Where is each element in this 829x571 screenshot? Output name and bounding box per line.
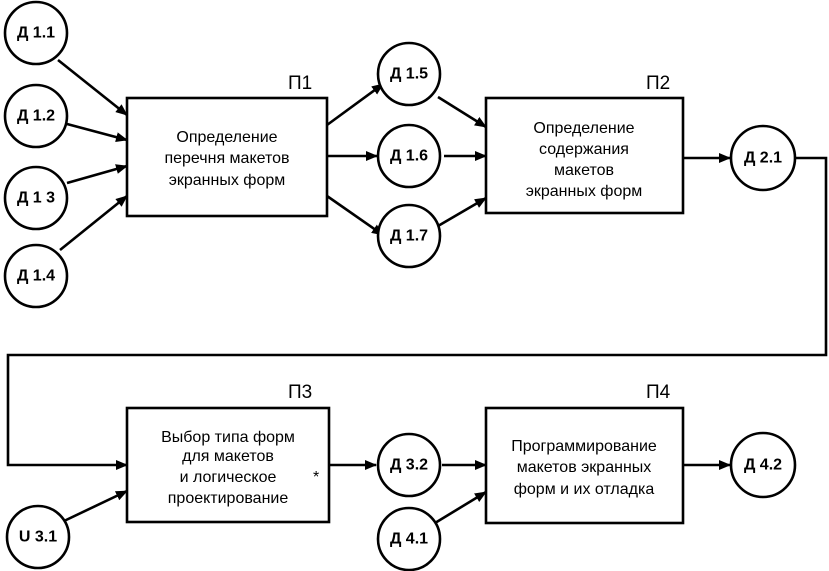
edge-u31-p3 <box>63 489 128 523</box>
edge-d14-p1 <box>59 194 128 252</box>
data-node-label-d42: Д 4.2 <box>744 457 782 474</box>
data-node-label-u31: U 3.1 <box>19 529 57 546</box>
process-text-p4-line1: Программирование <box>511 438 657 455</box>
data-node-label-d41: Д 4.1 <box>390 531 428 548</box>
edge-d15-p2 <box>437 95 487 129</box>
data-node-d16 <box>376 123 442 189</box>
process-box-p4 <box>484 406 685 525</box>
process-box-p2 <box>484 96 685 215</box>
data-node-d32 <box>376 432 442 498</box>
data-node-d42 <box>729 431 797 499</box>
data-node-d41 <box>376 506 442 571</box>
data-node-label-d32: Д 3.2 <box>390 457 428 474</box>
data-node-label-d11: Д 1.1 <box>17 25 55 42</box>
process-text-p3-line2: для макетов <box>182 448 274 465</box>
data-node-label-d15: Д 1.5 <box>390 66 428 83</box>
process-box-p3 <box>125 406 331 524</box>
process-text-p4-line3: форм и их отладка <box>514 481 655 498</box>
process-label-p3: П3 <box>288 382 312 403</box>
data-node-d13 <box>3 165 69 231</box>
edge-d21-p3 <box>6 156 828 470</box>
process-text-p1-line2: перечня макетов <box>164 150 289 167</box>
process-label-p4: П4 <box>646 382 671 403</box>
data-node-label-d16: Д 1.6 <box>390 148 428 165</box>
process-text-p3-line1: Выбор типа форм <box>161 429 295 446</box>
data-node-label-d13: Д 1 3 <box>17 190 55 207</box>
data-node-u31 <box>5 504 71 570</box>
process-text-p3-line4: проектирование <box>168 490 289 507</box>
edge-d41-p4 <box>434 490 487 525</box>
edge-d17-p2 <box>437 196 487 228</box>
data-node-d12 <box>3 83 69 149</box>
data-node-label-d17: Д 1.7 <box>390 228 428 245</box>
process-text-p3-line3: и логическое <box>180 469 277 486</box>
stray-asterisk-mark: * <box>313 469 319 486</box>
edge-p1-d15 <box>326 82 384 127</box>
process-text-p4-line2: макетов экранных <box>517 459 652 476</box>
data-node-d17 <box>376 203 442 269</box>
process-label-p2: П2 <box>646 73 670 94</box>
process-text-p1-line3: экранных форм <box>169 172 286 189</box>
data-node-d21 <box>729 124 797 192</box>
data-node-d11 <box>3 0 69 66</box>
process-box-p1 <box>125 96 329 218</box>
data-node-label-d21: Д 2.1 <box>744 150 782 167</box>
edge-d12-p1 <box>66 122 128 142</box>
process-text-p2-line2: содержания <box>539 141 629 158</box>
data-node-label-d14: Д 1.4 <box>17 268 55 285</box>
edge-d11-p1 <box>57 58 128 117</box>
data-node-d14 <box>3 243 69 309</box>
edge-p1-d17 <box>326 194 384 237</box>
process-text-p2-line3: макетов <box>554 162 614 179</box>
process-label-p1: П1 <box>288 73 312 94</box>
process-text-p1-line1: Определение <box>176 129 277 146</box>
data-node-d15 <box>376 41 442 107</box>
process-text-p2-line1: Определение <box>533 120 634 137</box>
process-text-p2-line4: экранных форм <box>526 183 643 200</box>
data-node-label-d12: Д 1.2 <box>17 108 55 125</box>
edge-d13-p1 <box>66 164 128 185</box>
